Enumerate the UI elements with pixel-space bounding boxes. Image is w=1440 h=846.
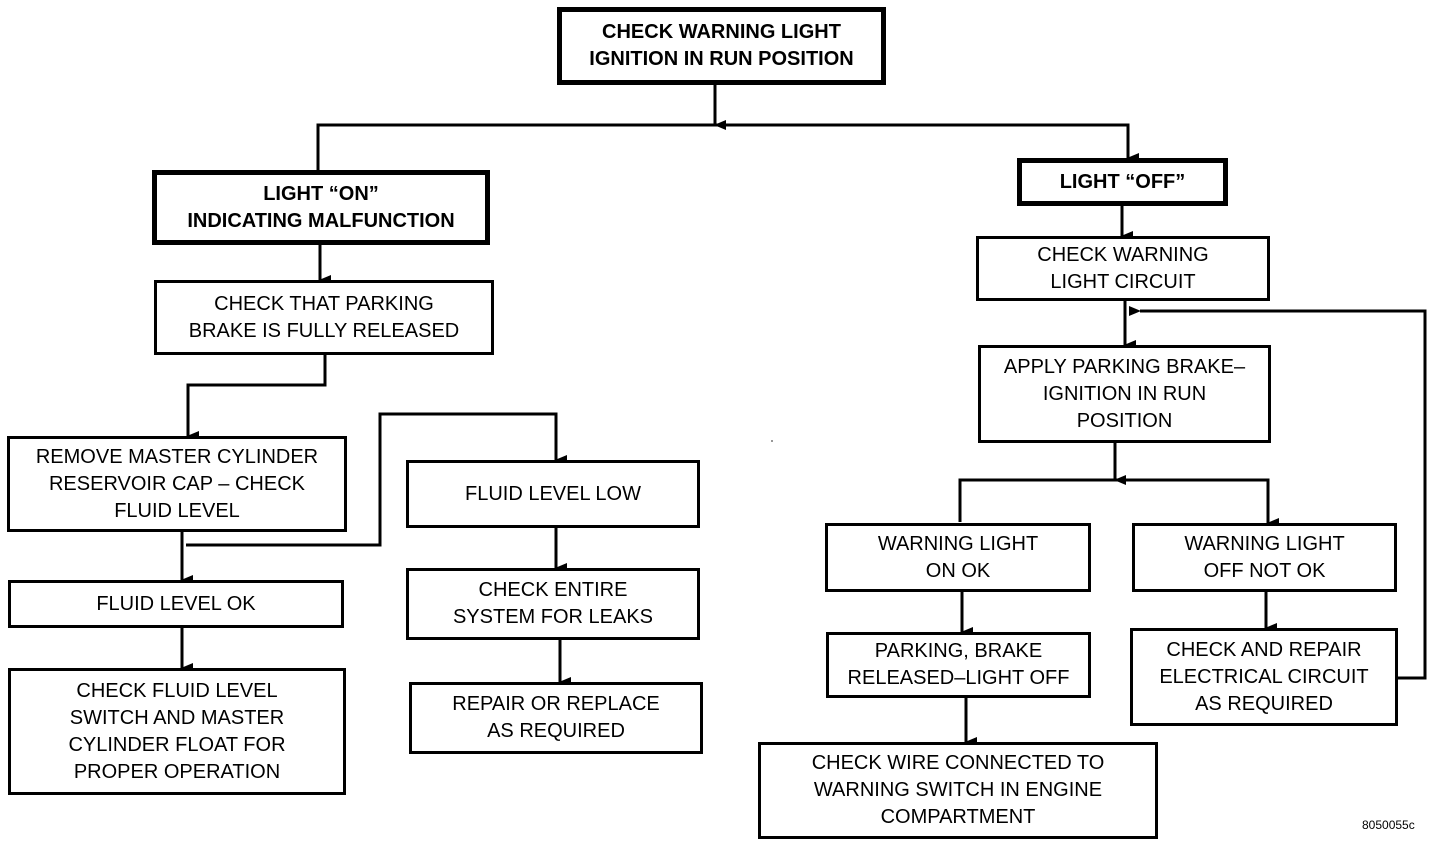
node-parking-brake-released: PARKING, BRAKE RELEASED–LIGHT OFF [826,632,1091,698]
node-fluid-level-ok: FLUID LEVEL OK [8,580,344,628]
node-warning-light-off-not-ok: WARNING LIGHT OFF NOT OK [1132,523,1397,592]
edge-top-branch [316,123,1139,170]
edge-repair-loop [1129,306,1427,680]
edge-apply-split [958,478,1279,528]
node-check-fluid-level-switch: CHECK FLUID LEVEL SWITCH AND MASTER CYLI… [8,668,346,795]
node-remove-master-cylinder-cap: REMOVE MASTER CYLINDER RESERVOIR CAP – C… [7,436,347,532]
figure-id: 8050055c [1362,818,1415,832]
node-apply-parking-brake: APPLY PARKING BRAKE– IGNITION IN RUN POS… [978,345,1271,443]
edge-cap-to-low [186,412,567,547]
node-check-wire-connected: CHECK WIRE CONNECTED TO WARNING SWITCH I… [758,742,1158,839]
edge-parking-to-cap [186,355,327,441]
node-warning-light-on-ok: WARNING LIGHT ON OK [825,523,1091,592]
node-light-on: LIGHT “ON” INDICATING MALFUNCTION [152,170,490,245]
node-check-warning-light: CHECK WARNING LIGHT IGNITION IN RUN POSI… [557,7,886,85]
node-repair-or-replace: REPAIR OR REPLACE AS REQUIRED [409,682,703,754]
node-check-system-leaks: CHECK ENTIRE SYSTEM FOR LEAKS [406,568,700,640]
node-check-parking-brake: CHECK THAT PARKING BRAKE IS FULLY RELEAS… [154,280,494,355]
node-repair-electrical-circuit: CHECK AND REPAIR ELECTRICAL CIRCUIT AS R… [1130,628,1398,726]
node-check-warning-light-circuit: CHECK WARNING LIGHT CIRCUIT [976,236,1270,301]
node-fluid-level-low: FLUID LEVEL LOW [406,460,700,528]
node-light-off: LIGHT “OFF” [1017,158,1228,206]
